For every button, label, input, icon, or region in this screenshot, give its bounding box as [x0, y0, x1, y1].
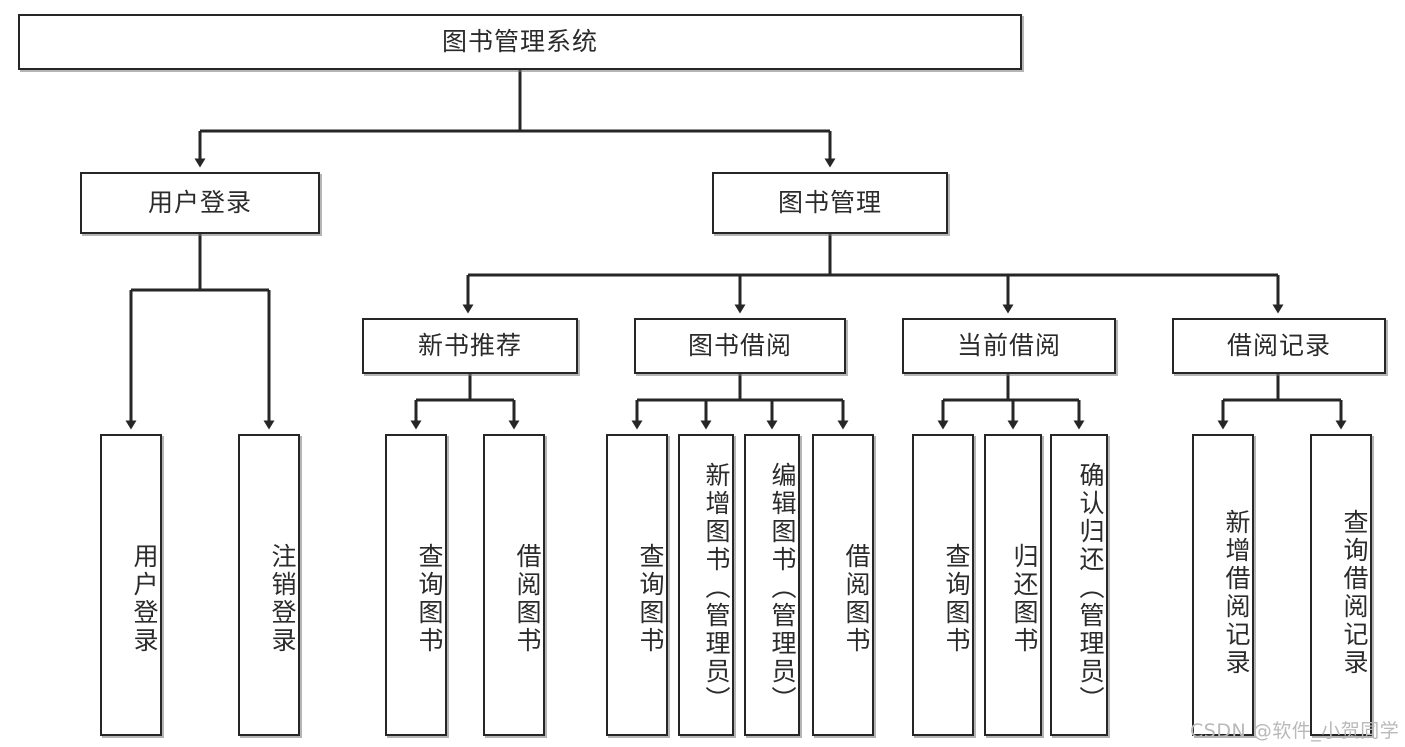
node-root[interactable]: 图书管理系统 — [18, 14, 1022, 70]
node-leaf-confirm-return[interactable]: 确认归还（管理员） — [1050, 434, 1108, 736]
node-leaf-add-record-label: 新增借阅记录 — [1222, 509, 1251, 677]
node-root-label: 图书管理系统 — [441, 27, 598, 56]
node-leaf-logout-label: 注销登录 — [268, 543, 297, 655]
node-leaf-query-record-label: 查询借阅记录 — [1340, 509, 1369, 677]
node-leaf-add-book[interactable]: 新增图书（管理员） — [678, 434, 734, 736]
node-leaf-query-book-1[interactable]: 查询图书 — [385, 434, 447, 736]
node-current-borrow-label: 当前借阅 — [956, 331, 1061, 360]
node-borrow-record-label: 借阅记录 — [1226, 331, 1331, 360]
node-leaf-user-login[interactable]: 用户登录 — [100, 434, 162, 736]
node-leaf-query-book-2[interactable]: 查询图书 — [606, 434, 668, 736]
node-borrow-record[interactable]: 借阅记录 — [1172, 318, 1386, 374]
node-leaf-logout[interactable]: 注销登录 — [238, 434, 300, 736]
node-leaf-borrow-book-1[interactable]: 借阅图书 — [483, 434, 545, 736]
node-leaf-return-book-label: 归还图书 — [1010, 543, 1039, 655]
node-leaf-query-book-3[interactable]: 查询图书 — [912, 434, 974, 736]
node-user-login[interactable]: 用户登录 — [80, 172, 320, 234]
node-leaf-return-book[interactable]: 归还图书 — [984, 434, 1042, 736]
node-leaf-confirm-return-label: 确认归还（管理员） — [1076, 462, 1105, 714]
node-user-login-label: 用户登录 — [147, 188, 252, 217]
node-book-borrow[interactable]: 图书借阅 — [634, 318, 846, 374]
node-leaf-borrow-book-1-label: 借阅图书 — [513, 543, 542, 655]
watermark: CSDN @软件_小贺同学 — [1190, 720, 1400, 742]
node-book-borrow-label: 图书借阅 — [687, 331, 792, 360]
node-book-management-label: 图书管理 — [777, 188, 882, 217]
node-leaf-edit-book-label: 编辑图书（管理员） — [768, 462, 797, 714]
node-current-borrow[interactable]: 当前借阅 — [902, 318, 1116, 374]
node-leaf-user-login-label: 用户登录 — [130, 543, 159, 655]
node-leaf-borrow-book-2-label: 借阅图书 — [842, 543, 871, 655]
node-leaf-query-book-2-label: 查询图书 — [636, 543, 665, 655]
node-leaf-add-record[interactable]: 新增借阅记录 — [1192, 434, 1254, 736]
node-leaf-edit-book[interactable]: 编辑图书（管理员） — [744, 434, 800, 736]
node-leaf-borrow-book-2[interactable]: 借阅图书 — [812, 434, 874, 736]
node-leaf-query-book-3-label: 查询图书 — [942, 543, 971, 655]
node-new-book-recommend[interactable]: 新书推荐 — [362, 318, 578, 374]
node-leaf-query-book-1-label: 查询图书 — [415, 543, 444, 655]
node-leaf-add-book-label: 新增图书（管理员） — [702, 462, 731, 714]
node-leaf-query-record[interactable]: 查询借阅记录 — [1310, 434, 1372, 736]
node-book-management[interactable]: 图书管理 — [712, 172, 948, 234]
node-new-book-recommend-label: 新书推荐 — [417, 331, 522, 360]
